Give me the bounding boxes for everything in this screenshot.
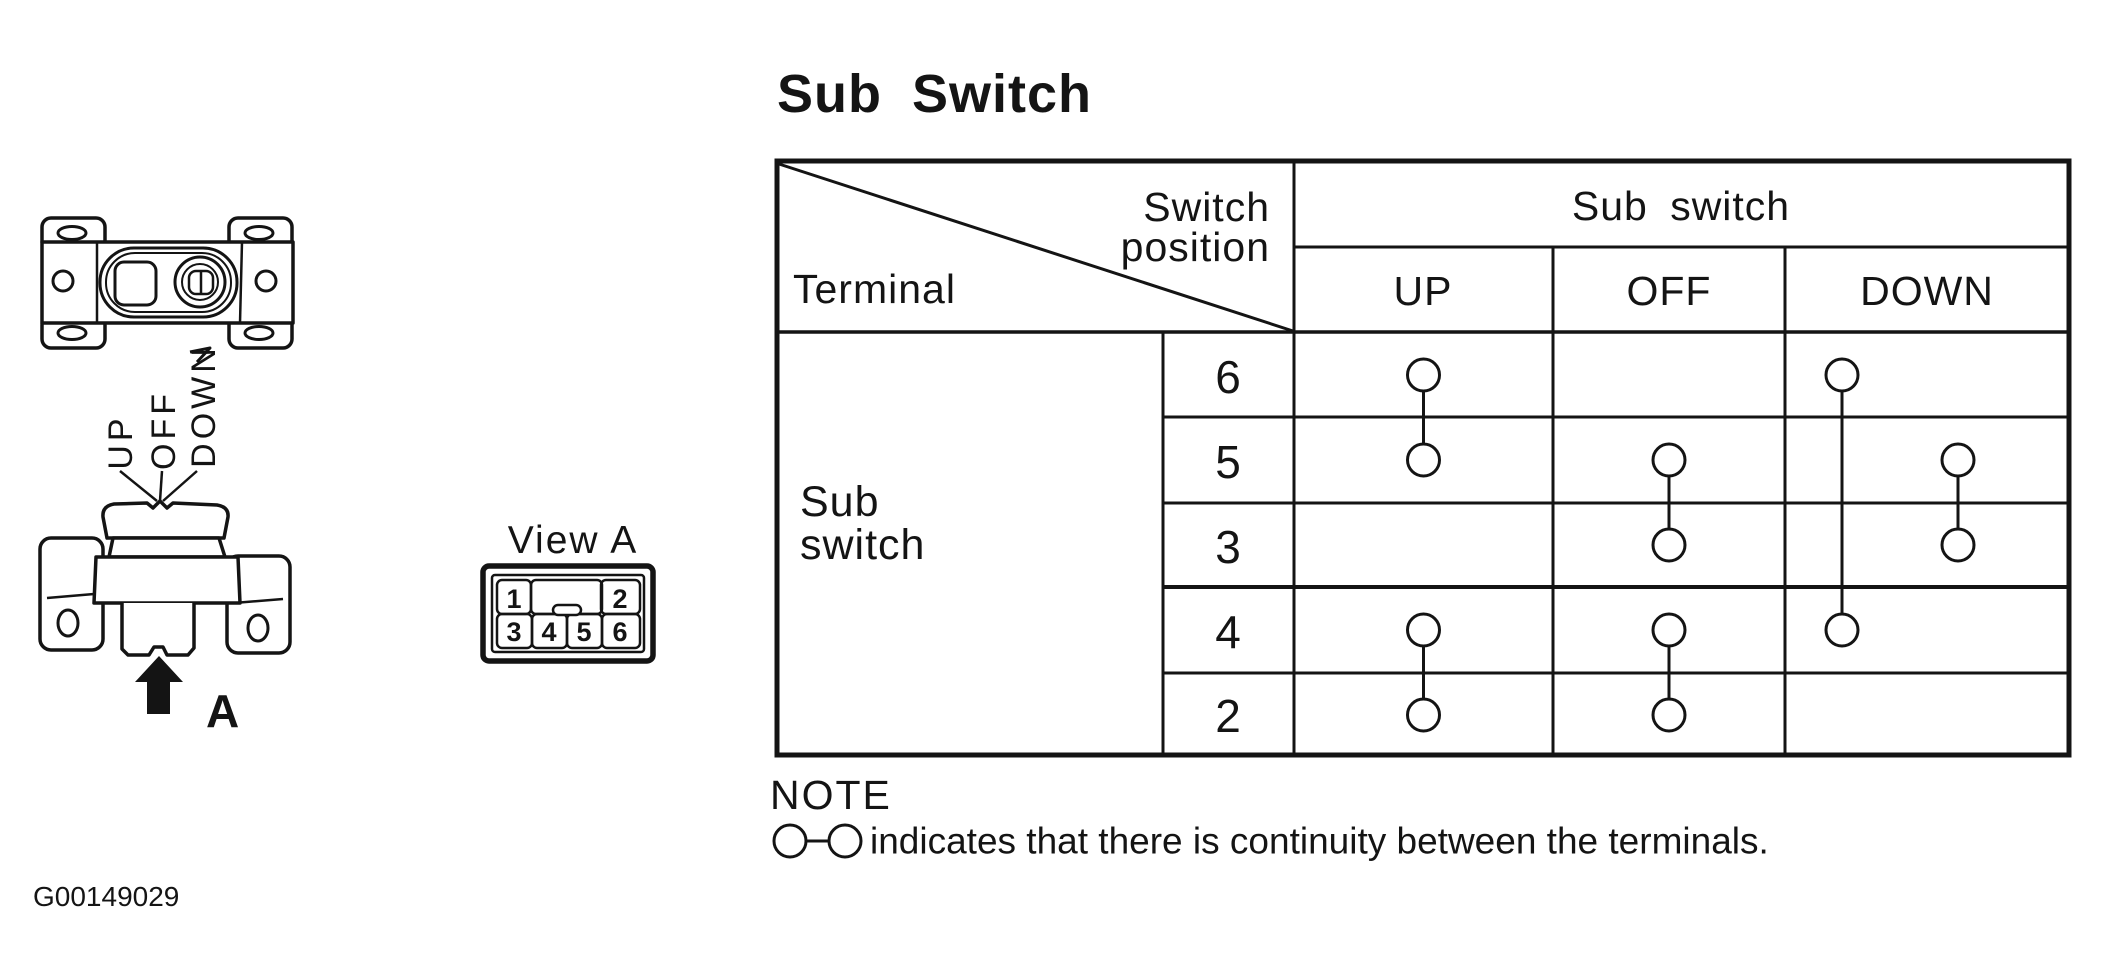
column-group-header: Sub switch [1572, 183, 1790, 229]
figure-code: G00149029 [33, 881, 179, 912]
switch-body [40, 240, 295, 325]
continuity-connections [1406, 357, 1976, 733]
continuity-terminal-circle [1406, 697, 1441, 733]
continuity-terminal-circle [1406, 357, 1441, 393]
row-group-label-line1: Sub [800, 478, 880, 526]
rocker-knob-inner [181, 263, 219, 301]
pin-number: 6 [612, 617, 627, 647]
terminal-number: 6 [1215, 351, 1241, 403]
scan-mark [189, 346, 212, 364]
row-group-label-line2: switch [800, 521, 925, 569]
continuity-terminal-circle [1406, 442, 1441, 478]
continuity-terminal-circle [1651, 697, 1687, 733]
switch-side-view: A [38, 499, 292, 737]
mount-slot [243, 225, 275, 241]
pin-number: 3 [506, 617, 521, 647]
continuity-terminal-circle [1824, 357, 1860, 393]
pin-number: 1 [506, 584, 521, 614]
pin-number: 2 [612, 584, 627, 614]
continuity-terminal-circle [1824, 612, 1860, 648]
note: NOTE indicates that there is continuity … [770, 772, 1769, 862]
note-heading: NOTE [770, 772, 892, 818]
bracket-hole [246, 613, 270, 643]
position-label-off: OFF [145, 390, 183, 470]
note-text: indicates that there is continuity betwe… [870, 821, 1769, 862]
page-title: Sub Switch [777, 64, 1092, 124]
table-grid [774, 158, 2072, 758]
continuity-terminal-circle [1940, 442, 1976, 478]
rocker-knob [173, 255, 227, 309]
column-header-down: DOWN [1860, 268, 1994, 314]
terminal-number: 2 [1215, 690, 1241, 742]
view-direction-arrow [135, 656, 183, 714]
view-a-label: View A [508, 519, 639, 562]
bracket-hole [56, 608, 80, 638]
switch-top-view [40, 216, 295, 364]
mount-slot [243, 325, 275, 341]
mount-slot [56, 325, 88, 341]
rocker-bezel [98, 246, 239, 319]
continuity-terminal-circle [1651, 612, 1687, 648]
switch-neck [107, 536, 227, 559]
continuity-table: Switch position Terminal Sub switch UP O… [774, 158, 2072, 758]
view-arrow-label: A [206, 685, 239, 737]
header-diagonal-line [778, 162, 1294, 333]
position-label-up: UP [102, 414, 140, 469]
corner-label-terminal: Terminal [793, 266, 956, 312]
table-border [774, 158, 2072, 758]
position-leader-lines [119, 470, 198, 502]
connector-outline [480, 563, 656, 664]
pin-number: 5 [576, 617, 591, 647]
pin-cell-6 [600, 612, 642, 650]
column-header-off: OFF [1627, 268, 1712, 314]
screw-hole [254, 269, 278, 293]
terminal-number: 5 [1215, 436, 1241, 488]
continuity-terminal-circle [1651, 527, 1687, 563]
connector-housing [120, 603, 196, 657]
connector-key-notch [551, 603, 583, 617]
corner-label-switch-position-line2: position [1121, 224, 1270, 270]
pin-number: 4 [541, 617, 556, 647]
switch-base [92, 555, 242, 605]
corner-label-switch-position-line1: Switch [1143, 184, 1270, 230]
rocker-cap [101, 499, 230, 540]
continuity-terminal-circle [1651, 442, 1687, 478]
rocker-bezel-inner [105, 252, 232, 313]
screw-hole [51, 269, 75, 293]
connector-view: View A 1 2 3 4 5 6 [480, 519, 656, 664]
mount-slot [56, 225, 88, 241]
switch-position-labels: UP OFF DOWN [102, 344, 223, 502]
terminal-number: 3 [1215, 521, 1241, 573]
column-header-up: UP [1394, 268, 1453, 314]
position-label-down: DOWN [185, 344, 223, 468]
continuity-terminal-circle [1406, 612, 1441, 648]
terminal-number: 4 [1215, 606, 1241, 658]
rocker-pad [113, 260, 158, 307]
continuity-terminal-circle [1940, 527, 1976, 563]
continuity-symbol [772, 823, 863, 859]
